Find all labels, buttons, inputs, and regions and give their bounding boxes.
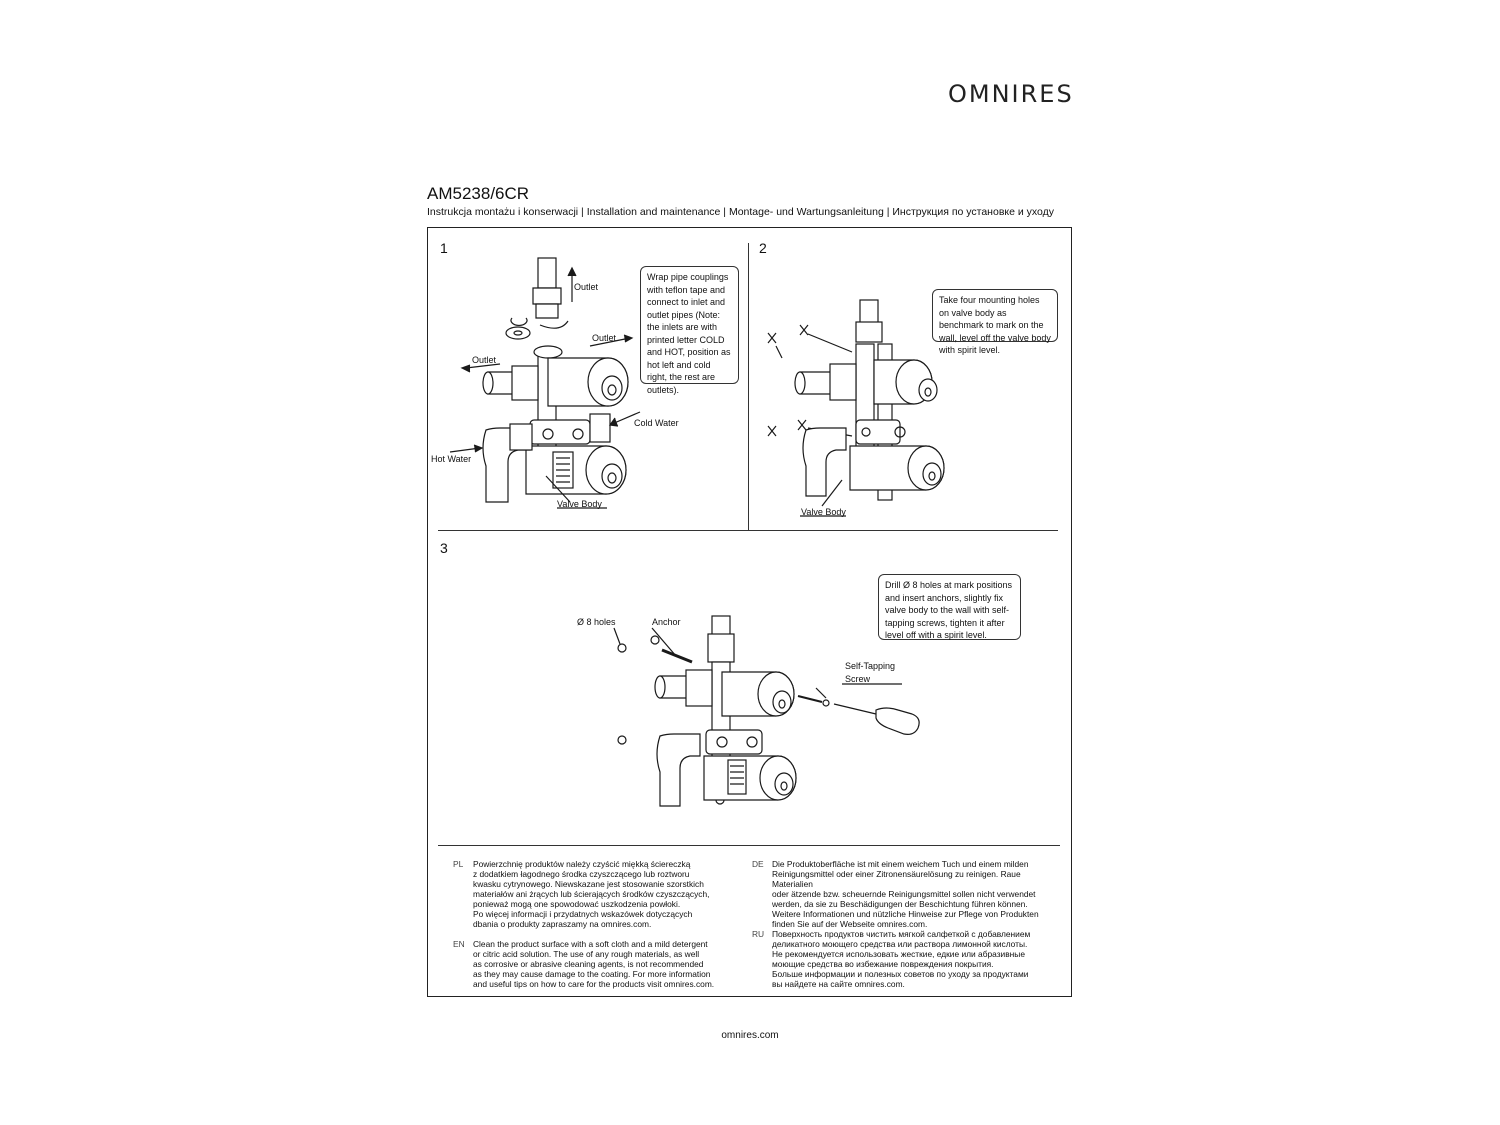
step-2-number: 2 bbox=[759, 240, 767, 256]
care-en-text: Clean the product surface with a soft cl… bbox=[473, 939, 715, 989]
divider-horizontal-top bbox=[438, 530, 1058, 531]
step-2-note: Take four mounting holes on valve body a… bbox=[932, 289, 1058, 355]
label-hot-water: Hot Water bbox=[431, 454, 472, 464]
care-ru-text: Поверхность продуктов чистить мягкой сал… bbox=[772, 929, 1031, 989]
care-de-text: Die Produktoberfläche ist mit einem weic… bbox=[772, 859, 1039, 929]
step-1-number: 1 bbox=[440, 240, 448, 256]
care-de-code: DE bbox=[752, 859, 764, 869]
step-3-number: 3 bbox=[440, 540, 448, 556]
label-outlet-right: Outlet bbox=[592, 333, 617, 343]
label-outlet-left: Outlet bbox=[472, 355, 497, 365]
label-holes: Ø 8 holes bbox=[577, 617, 616, 627]
divider-horizontal-bottom bbox=[438, 845, 1060, 846]
label-cold-water: Cold Water bbox=[634, 418, 679, 428]
step-3-note: Drill Ø 8 holes at mark positions and in… bbox=[878, 574, 1021, 640]
model-title: AM5238/6CR bbox=[427, 184, 530, 203]
divider-vertical bbox=[748, 243, 749, 530]
brand-logo: OMNIRES bbox=[948, 80, 1074, 108]
label-valve-body-2: Valve Body bbox=[801, 507, 846, 517]
label-self-tapping: Self-Tapping bbox=[845, 661, 896, 671]
label-anchor: Anchor bbox=[652, 617, 681, 627]
instruction-frame bbox=[427, 227, 1072, 997]
footer-url[interactable]: omnires.com bbox=[721, 1030, 779, 1041]
care-pl-text: Powierzchnię produktów należy czyścić mi… bbox=[473, 859, 710, 929]
step-1-note: Wrap pipe couplings with teflon tape and… bbox=[640, 266, 739, 395]
label-valve-body-1: Valve Body bbox=[557, 499, 602, 509]
care-en-code: EN bbox=[453, 939, 465, 949]
care-pl-code: PL bbox=[453, 859, 464, 869]
document-subtitle: Instrukcja montażu i konserwacji | Insta… bbox=[427, 206, 1055, 218]
label-outlet-top: Outlet bbox=[574, 282, 599, 292]
care-ru-code: RU bbox=[752, 929, 765, 939]
label-screw: Screw bbox=[845, 674, 871, 684]
